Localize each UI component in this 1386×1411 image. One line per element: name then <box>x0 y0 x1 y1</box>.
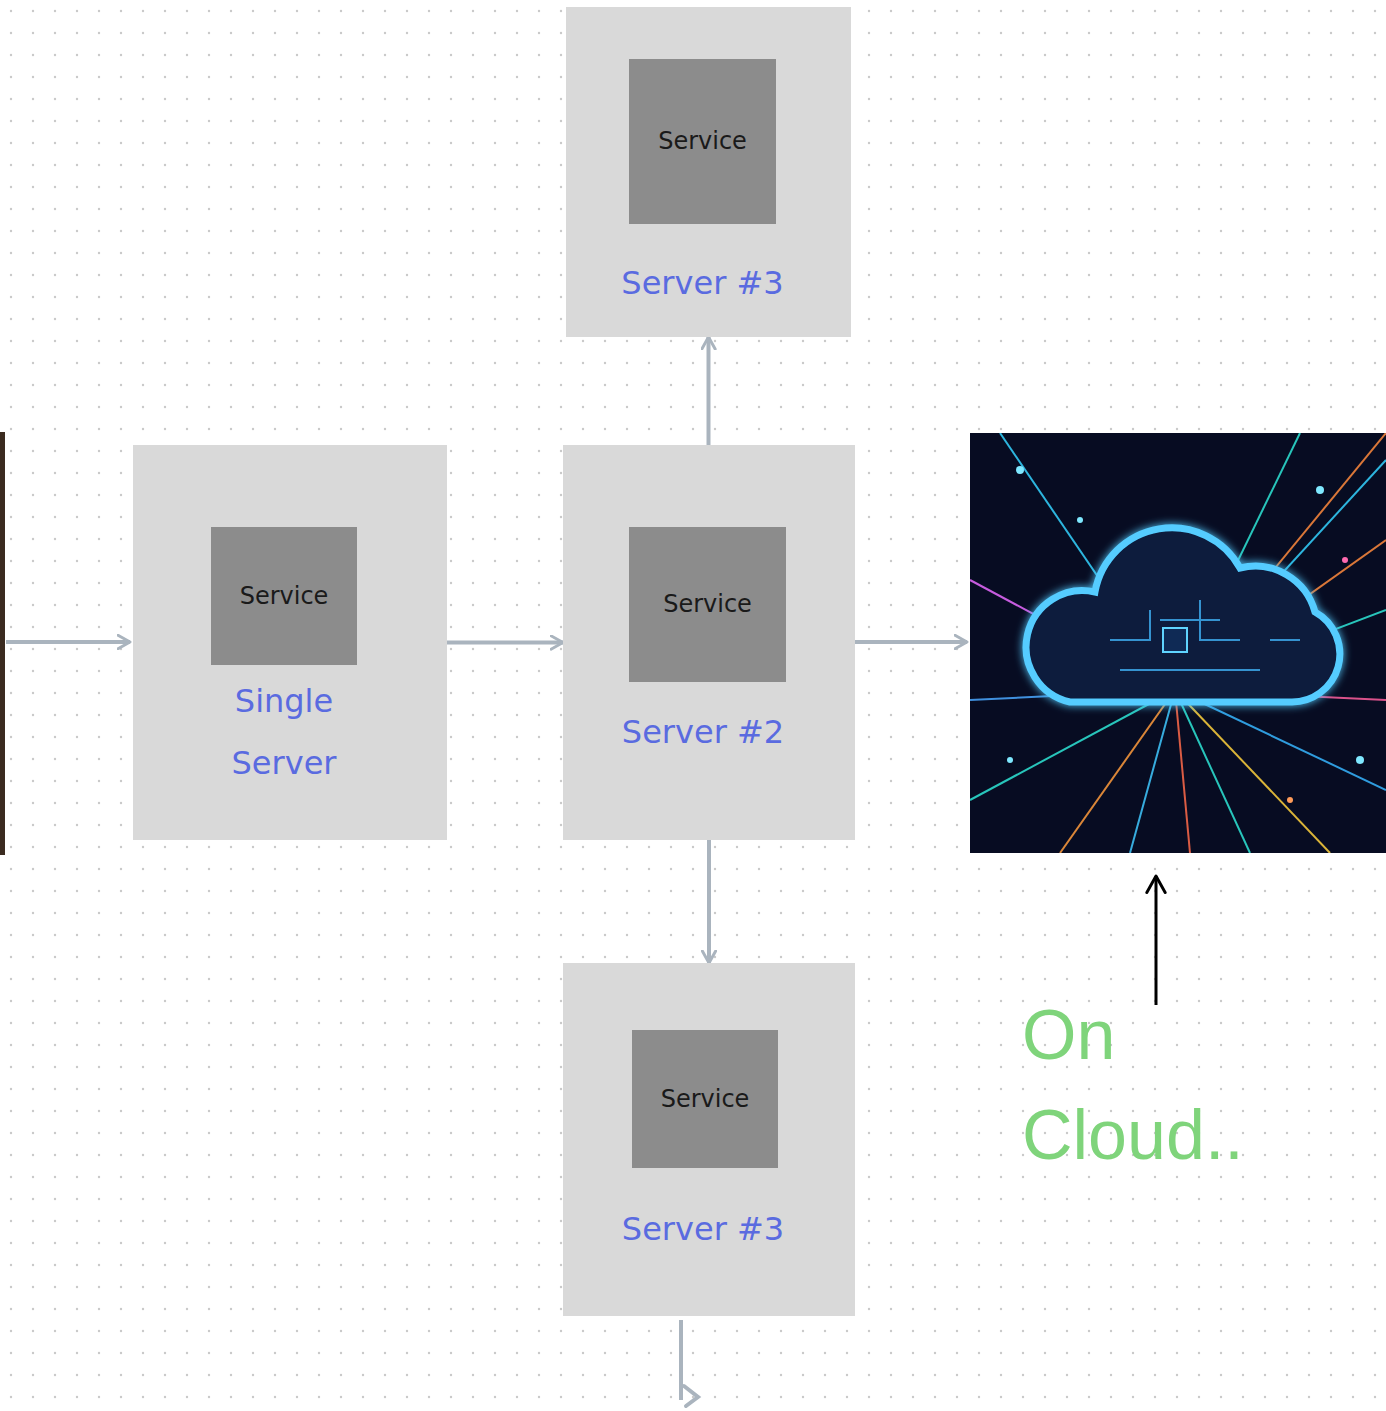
service-box: Service <box>632 1030 778 1168</box>
flow-arrow <box>707 337 711 445</box>
server-label: Single Server <box>194 670 374 794</box>
outgoing-line <box>679 1320 683 1400</box>
server-box: ServiceSingle Server <box>133 445 447 840</box>
server-label: Server #3 <box>583 1208 823 1250</box>
leader-arrow <box>1155 876 1158 1005</box>
cloud-illustration <box>970 433 1386 853</box>
left-picture-edge <box>0 432 5 855</box>
callout-label: On Cloud.. <box>1022 985 1322 1185</box>
service-label: Service <box>240 582 329 611</box>
service-label: Service <box>663 590 752 619</box>
service-label: Service <box>661 1085 750 1114</box>
service-box: Service <box>629 527 786 682</box>
flow-arrow <box>447 641 563 645</box>
service-box: Service <box>629 59 776 224</box>
server-label: Server #2 <box>583 711 823 753</box>
outgoing-arrowhead <box>684 1386 698 1406</box>
flow-arrow <box>707 840 711 963</box>
server-box: ServiceServer #3 <box>566 7 851 337</box>
incoming-arrow <box>6 640 130 644</box>
server-label: Server #3 <box>583 262 823 304</box>
server-box: ServiceServer #2 <box>563 445 855 840</box>
service-label: Service <box>658 127 747 156</box>
cloud-arrow <box>845 640 967 644</box>
server-box: ServiceServer #3 <box>563 963 855 1316</box>
service-box: Service <box>211 527 357 665</box>
